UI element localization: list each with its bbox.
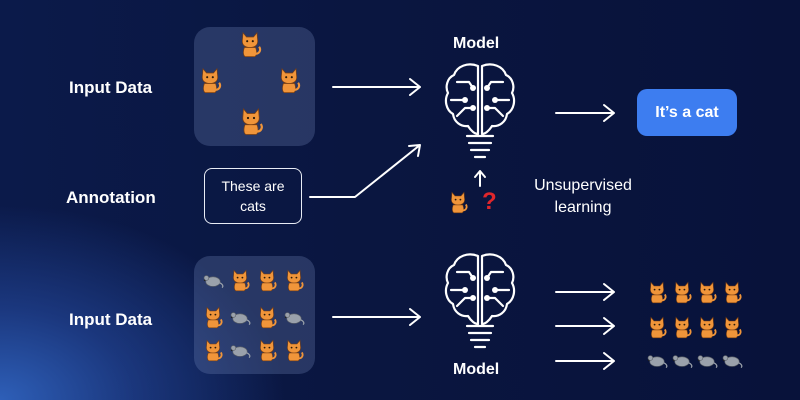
input-data-label-bottom: Input Data [69, 310, 153, 329]
cat-icon [236, 30, 264, 63]
mouse-icon [670, 352, 694, 374]
annotation-line-2: cats [240, 198, 266, 214]
brain-lightbulb-icon [444, 253, 516, 349]
cat-icon [645, 315, 669, 344]
mouse-icon [228, 342, 252, 364]
cat-icon [282, 268, 306, 297]
arrow-right-icon [555, 352, 615, 370]
arrow-right-icon [555, 283, 615, 301]
cat-icon [720, 280, 744, 309]
mouse-icon [720, 352, 744, 374]
unsupervised-line-2: learning [554, 199, 612, 216]
result-button: It’s a cat [637, 89, 737, 136]
cat-icon [201, 338, 225, 367]
cat-icon [695, 280, 719, 309]
annotation-box: These are cats [204, 168, 302, 224]
cat-icon [695, 315, 719, 344]
arrow-right-icon [332, 78, 421, 96]
cat-icon [255, 338, 279, 367]
cat-icon [446, 190, 470, 219]
mouse-icon [645, 352, 669, 374]
arrow-up-icon [474, 170, 486, 187]
mouse-icon [201, 272, 225, 294]
annotation-line-1: These are [221, 178, 285, 194]
cat-icon [670, 280, 694, 309]
cat-icon [282, 338, 306, 367]
cat-icon [645, 280, 669, 309]
arrow-right-icon [555, 104, 615, 122]
input-data-label-top: Input Data [69, 78, 153, 97]
cat-icon [275, 66, 303, 99]
model-label-top: Model [453, 35, 500, 52]
mouse-icon [282, 309, 306, 331]
cat-icon [201, 305, 225, 334]
arrow-right-icon [555, 317, 615, 335]
annotation-connector [309, 144, 421, 198]
cat-icon [255, 305, 279, 334]
cat-icon [236, 106, 266, 141]
annotation-label: Annotation [66, 188, 156, 207]
model-label-bottom: Model [453, 361, 500, 378]
cat-icon [255, 268, 279, 297]
mouse-icon [695, 352, 719, 374]
arrow-right-icon [332, 308, 421, 326]
cat-icon [670, 315, 694, 344]
mouse-icon [228, 309, 252, 331]
brain-lightbulb-icon [444, 63, 516, 159]
cat-icon [228, 268, 252, 297]
cat-icon [720, 315, 744, 344]
question-mark: ? [482, 188, 497, 215]
unsupervised-learning-label: Unsupervised learning [520, 175, 646, 219]
unsupervised-line-1: Unsupervised [534, 177, 632, 194]
cat-icon [196, 66, 224, 99]
